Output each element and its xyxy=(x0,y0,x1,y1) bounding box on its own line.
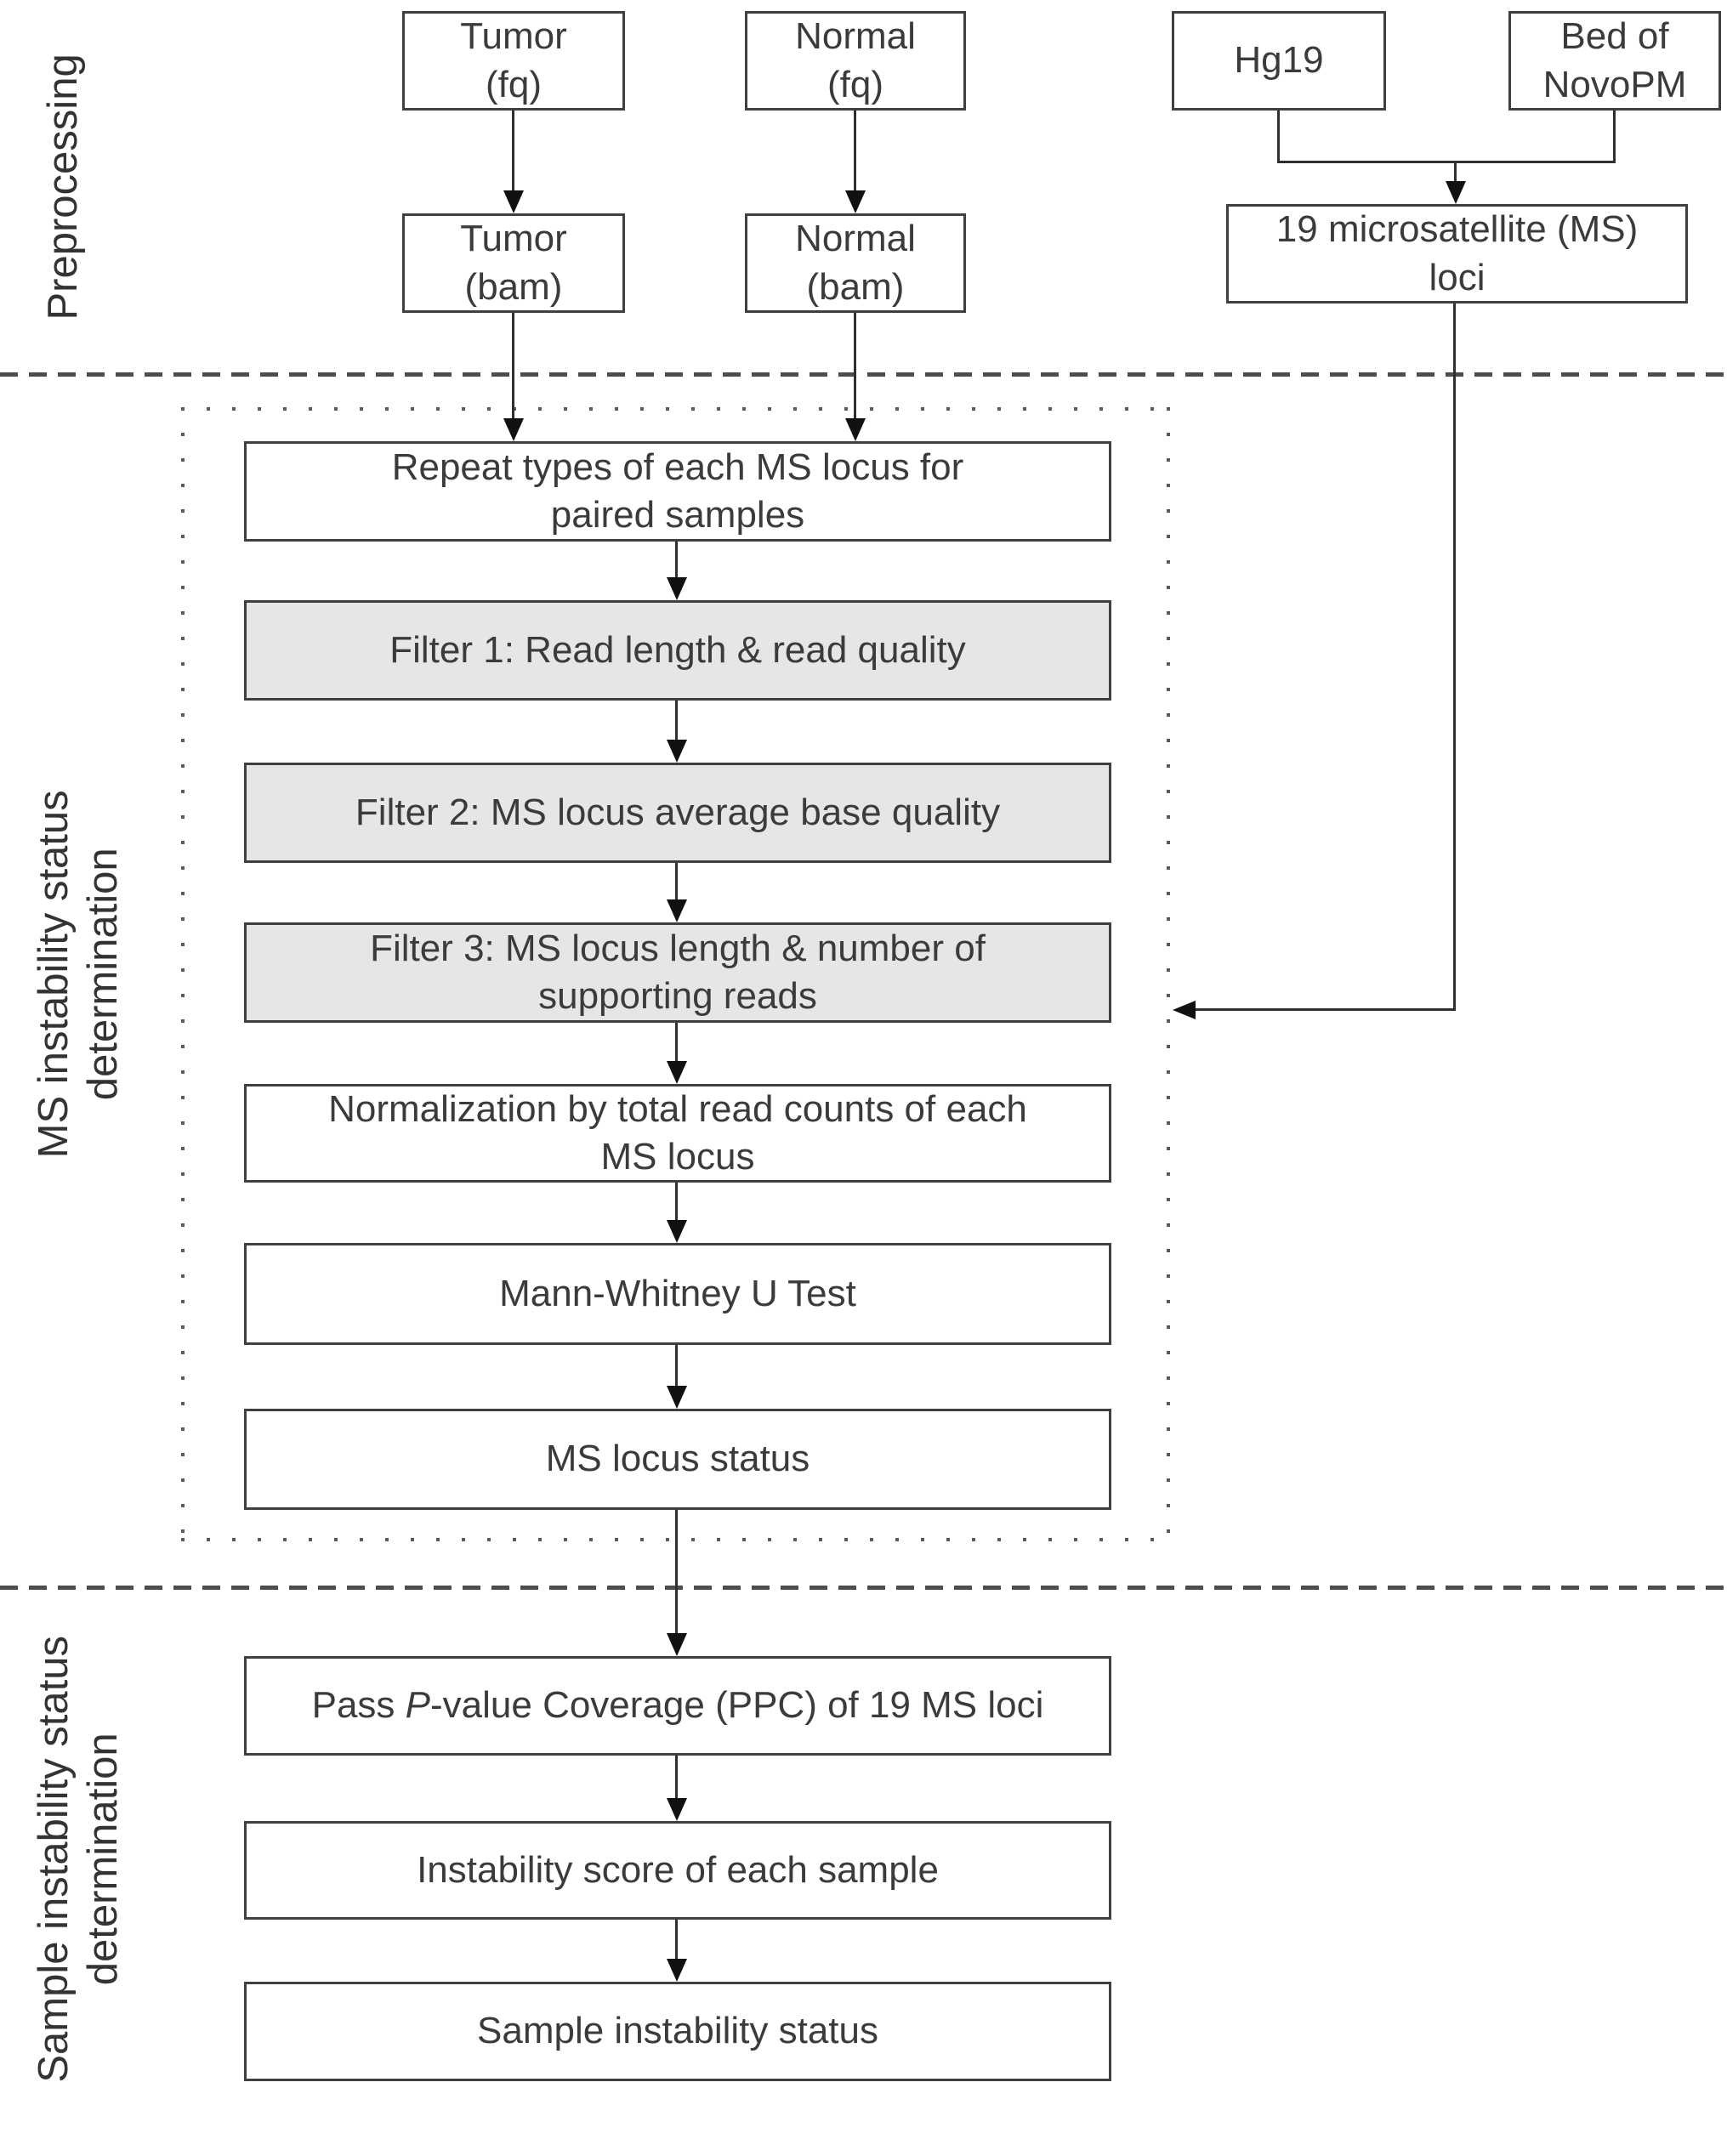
connector-ms-loci-horizontal-line xyxy=(1194,1008,1456,1011)
connector-status-ppc-line xyxy=(675,1510,678,1634)
arrowhead-normal-bam-repeat xyxy=(845,418,866,441)
connector-normalization-mann-line xyxy=(675,1183,678,1222)
arrowhead-status-ppc xyxy=(667,1633,687,1656)
connector-filter1-filter2-line xyxy=(675,701,678,741)
node-filter3: Filter 3: MS locus length & number of su… xyxy=(244,922,1111,1023)
ppc-label-post: -value Coverage (PPC) of 19 MS loci xyxy=(430,1684,1044,1727)
arrowhead-ms-loci-to-filter3 xyxy=(1173,1001,1196,1019)
node-normalization: Normalization by total read counts of ea… xyxy=(244,1084,1111,1183)
node-filter1: Filter 1: Read length & read quality xyxy=(244,600,1111,701)
connector-filter2-filter3-line xyxy=(675,863,678,901)
node-ms-locus-status: MS locus status xyxy=(244,1409,1111,1510)
connector-score-sample-line xyxy=(675,1920,678,1960)
node-normal-fq: Normal (fq) xyxy=(745,11,966,111)
section-divider-bottom xyxy=(0,1586,1727,1590)
arrowhead-tumor-bam-repeat xyxy=(503,418,524,441)
node-normal-bam: Normal (bam) xyxy=(745,213,966,313)
connector-filter3-normalization-line xyxy=(675,1023,678,1063)
connector-normal-bam-repeat-line xyxy=(854,313,856,420)
node-hg19: Hg19 xyxy=(1172,11,1386,111)
connector-tumor-fq-bam-line xyxy=(512,111,514,191)
section-label-sample-instability-text: Sample instability status determination xyxy=(30,1636,126,2083)
arrowhead-filter1-filter2 xyxy=(667,740,687,763)
arrowhead-normalization-mann xyxy=(667,1220,687,1243)
arrowhead-merge-to-ms-loci xyxy=(1446,181,1466,204)
connector-tumor-bam-repeat-line xyxy=(512,313,514,420)
connector-merge-down-line xyxy=(1454,161,1457,183)
connector-mann-status-line xyxy=(675,1345,678,1387)
section-label-preprocessing-text: Preprocessing xyxy=(40,54,87,321)
arrowhead-filter2-filter3 xyxy=(667,899,687,922)
node-instability-score: Instability score of each sample xyxy=(244,1821,1111,1920)
node-ppc: Pass P-value Coverage (PPC) of 19 MS loc… xyxy=(244,1656,1111,1756)
node-tumor-bam: Tumor (bam) xyxy=(402,213,625,313)
section-label-preprocessing: Preprocessing xyxy=(0,0,128,374)
node-sample-status: Sample instability status xyxy=(244,1982,1111,2081)
node-19-ms-loci: 19 microsatellite (MS) loci xyxy=(1226,204,1688,304)
connector-ppc-score-line xyxy=(675,1756,678,1800)
ppc-label-pre: Pass xyxy=(311,1684,406,1727)
connector-repeat-filter1-line xyxy=(675,542,678,579)
ppc-label-italic-p: P xyxy=(405,1684,430,1727)
section-label-sample-instability: Sample instability status determination xyxy=(0,1587,157,2131)
connector-hg19-down-line xyxy=(1277,111,1280,163)
arrowhead-ppc-score xyxy=(667,1798,687,1821)
connector-ms-loci-vertical-line xyxy=(1453,304,1456,1011)
arrowhead-tumor-fq-bam xyxy=(503,190,524,213)
arrowhead-score-sample xyxy=(667,1959,687,1982)
section-label-ms-instability-text: MS instability status determination xyxy=(30,790,126,1159)
arrowhead-normal-fq-bam xyxy=(845,190,866,213)
section-divider-top xyxy=(0,372,1727,377)
arrowhead-repeat-filter1 xyxy=(667,577,687,600)
node-repeat-types: Repeat types of each MS locus for paired… xyxy=(244,441,1111,542)
connector-merge-horizontal-line xyxy=(1277,161,1616,163)
ppc-label: Pass P-value Coverage (PPC) of 19 MS loc… xyxy=(312,1682,1044,1729)
node-mann-whitney: Mann-Whitney U Test xyxy=(244,1243,1111,1345)
connector-normal-fq-bam-line xyxy=(854,111,856,191)
connector-bed-down-line xyxy=(1613,111,1616,163)
node-tumor-fq: Tumor (fq) xyxy=(402,11,625,111)
arrowhead-filter3-normalization xyxy=(667,1061,687,1084)
arrowhead-mann-status xyxy=(667,1386,687,1409)
node-filter2: Filter 2: MS locus average base quality xyxy=(244,763,1111,863)
node-bed-novopm: Bed of NovoPM xyxy=(1508,11,1721,111)
section-label-ms-instability: MS instability status determination xyxy=(0,407,157,1541)
